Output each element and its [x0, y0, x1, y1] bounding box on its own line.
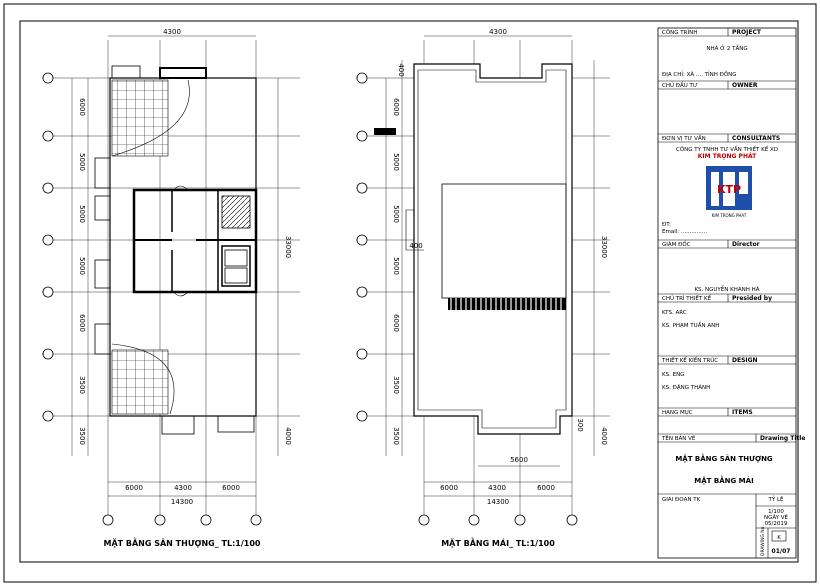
tb-drawing-label-vn: TÊN BẢN VẼ [661, 434, 696, 442]
left-dim-right: 33000 [284, 236, 292, 258]
tb-director-name: KS. NGUYỄN KHÁNH HÀ [694, 285, 759, 293]
left-dim-right-low: 4000 [284, 427, 292, 445]
tb-drawing-no-label: DRAWING No. [760, 525, 766, 556]
left-dim-left-3: 5000 [78, 205, 86, 223]
tb-lead-label: GIAI ĐOẠN TK [662, 497, 701, 503]
tb-design-role: KS. ENG [662, 372, 684, 378]
right-dim-left-6: 3500 [392, 376, 400, 394]
title-block: CÔNG TRÌNH PROJECT NHÀ Ở 2 TẦNG ĐỊA CHỈ:… [657, 27, 805, 559]
tb-drawing-no-value: 01/07 [772, 548, 791, 555]
tb-chair-label: Presided by [732, 295, 772, 302]
right-dim-right: 33000 [600, 236, 608, 258]
left-dim-top: 4300 [163, 28, 181, 36]
tb-consult-label-vn: ĐƠN VỊ TƯ VẤN [662, 134, 706, 142]
tb-item-label: ITEMS [732, 409, 753, 416]
right-dim-inner-bottom: 5600 [510, 456, 528, 464]
left-dim-bottom-2: 4300 [174, 484, 192, 492]
tb-director-label: Director [732, 241, 760, 248]
tb-drawing-title1: MẶT BẰNG SÂN THƯỢNG [675, 453, 773, 463]
tb-date-value: 05/2019 [765, 521, 788, 527]
tb-chair-label-vn: CHỦ TRÌ THIẾT KẾ [662, 294, 712, 302]
tb-scale-value: 1/100 [768, 509, 784, 515]
tb-drawing-label: Drawing Title [760, 435, 805, 442]
tb-chair-role: KTS. ARC [662, 310, 687, 316]
tb-company-info2: Email: ............... [662, 229, 707, 235]
tb-design-name: KS. ĐẶNG THÀNH [662, 384, 710, 391]
tb-chair-name: KS. PHẠM TUẤN ANH [662, 321, 719, 329]
tb-consultants-label: CONSULTANTS [732, 135, 780, 142]
tb-owner-label-vn: CHỦ ĐẦU TƯ [662, 81, 698, 89]
right-dim-inner-left: 400 [409, 242, 422, 250]
drawing-frame [19, 20, 799, 563]
right-plan-caption: MẶT BẰNG MÁI_ TL:1/100 [441, 536, 555, 548]
left-dim-left-2: 5000 [78, 153, 86, 171]
left-dim-left-5: 6000 [78, 314, 86, 332]
tb-owner-label: OWNER [732, 82, 758, 89]
right-dim-right-low: 4000 [600, 427, 608, 445]
right-dim-bottom-1: 6000 [440, 484, 458, 492]
logo-letters: KTP [717, 183, 741, 196]
tb-construction-label: CÔNG TRÌNH [662, 29, 697, 36]
right-roof-plan: 4300 6000 4300 6000 14300 5600 6000 5000… [356, 28, 610, 548]
left-floor-plan: 4300 6000 4300 6000 14300 6000 5000 5000… [42, 28, 300, 548]
tb-company-info1: ĐT: [662, 222, 671, 228]
tb-address: ĐỊA CHỈ: XÃ .... TỈNH ĐỒNG [662, 69, 737, 78]
right-dim-left-3: 5000 [392, 205, 400, 223]
right-dim-top-side: 400 [397, 63, 405, 76]
left-plan-caption: MẶT BẰNG SÂN THƯỢNG_ TL:1/100 [104, 536, 261, 548]
tb-company-line1: CÔNG TY TNHH TƯ VẤN THIẾT KẾ XD [676, 145, 778, 153]
left-dim-left-4: 5000 [78, 257, 86, 275]
right-dim-right-small: 300 [576, 418, 584, 431]
right-dim-left-5: 6000 [392, 314, 400, 332]
tb-drawing-no-letter: K [777, 535, 781, 541]
tb-director-label-vn: GIÁM ĐỐC [662, 240, 691, 248]
company-logo: KTP KIM TRONG PHAT [706, 166, 752, 218]
tb-item-label-vn: HẠNG MỤC [662, 410, 693, 416]
right-dim-left-2: 5000 [392, 153, 400, 171]
right-dim-left-extra: 3500 [392, 427, 400, 445]
right-dim-bottom-total: 14300 [487, 498, 509, 506]
sheet-border [3, 3, 817, 583]
section-marker [374, 128, 396, 135]
left-dim-bottom-1: 6000 [125, 484, 143, 492]
right-dim-left-1: 6000 [392, 98, 400, 116]
left-dim-left-extra: 3500 [78, 427, 86, 445]
logo-caption: KIM TRONG PHAT [712, 213, 747, 218]
tb-drawing-title2: MẶT BẰNG MÁI [694, 475, 753, 485]
left-dim-left-1: 6000 [78, 98, 86, 116]
tb-scale-label: TỶ LỆ [767, 495, 784, 503]
roof-hatch [448, 298, 566, 310]
right-dim-top: 4300 [489, 28, 507, 36]
right-dim-bottom-3: 6000 [537, 484, 555, 492]
tb-project-value: NHÀ Ở 2 TẦNG [706, 44, 747, 52]
tb-company-line2: KIM TRỌNG PHÁT [698, 153, 757, 160]
tb-project-label: PROJECT [732, 29, 762, 36]
left-dim-bottom-3: 6000 [222, 484, 240, 492]
tb-design-label: DESIGN [732, 357, 758, 364]
right-dim-bottom-2: 4300 [488, 484, 506, 492]
tb-design-label-vn: THIẾT KẾ KIẾN TRÚC [661, 356, 718, 364]
left-dim-bottom-total: 14300 [171, 498, 193, 506]
right-dim-left-4: 5000 [392, 257, 400, 275]
left-dim-left-6: 3500 [78, 376, 86, 394]
tb-date-label: NGÀY VẼ [764, 514, 789, 521]
